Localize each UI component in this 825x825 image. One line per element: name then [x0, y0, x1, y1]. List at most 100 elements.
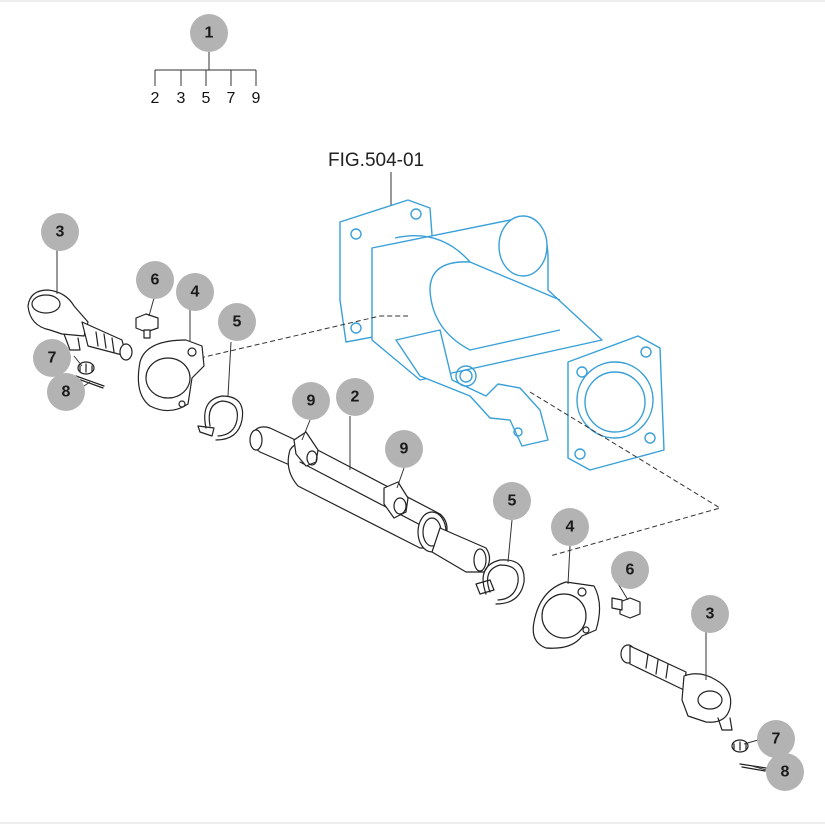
- snap-ring-ears: [197, 425, 215, 437]
- housing-bolt-hole: [513, 427, 523, 437]
- callout-circle: [551, 508, 589, 546]
- tie-rod-end-socket: [31, 294, 61, 314]
- callout-circle: [292, 382, 330, 420]
- leader-line: [301, 419, 311, 441]
- snap-ring-ears: [475, 579, 495, 595]
- housing-right-bore-inner: [584, 371, 646, 433]
- callout-label: 2: [351, 389, 360, 406]
- tie-rod-end-left: [27, 289, 133, 361]
- tie-rod-end-thread-lines: [645, 653, 669, 679]
- gasket-plate: [137, 339, 205, 412]
- housing-bolt-hole: [576, 366, 588, 378]
- callout-label: 7: [48, 350, 57, 367]
- callout-label: 8: [62, 384, 71, 401]
- tie-rod-end-shank: [629, 645, 687, 691]
- tree-child-label: 3: [177, 90, 186, 107]
- callout-circle: [218, 303, 256, 341]
- leader-line: [751, 765, 767, 771]
- gasket-right: [532, 581, 601, 649]
- snap-ring-outer: [482, 559, 525, 605]
- housing-tube-end: [498, 215, 548, 277]
- leader-line: [73, 355, 83, 367]
- snap-ring-left: [197, 395, 244, 441]
- housing-bolt-hole: [410, 208, 422, 220]
- cylinder-barrel-contour: [299, 461, 431, 531]
- tie-rod-end-stud: [63, 333, 81, 351]
- tie-rod-end-shank: [81, 321, 127, 357]
- gasket-bore: [541, 593, 587, 639]
- leader-line: [567, 545, 571, 585]
- callout-label: 7: [772, 731, 781, 748]
- callout-circle: [41, 213, 79, 251]
- assembly-tree: 1 2 3 5 7 9: [151, 14, 261, 107]
- gasket-bolt-hole: [187, 347, 197, 357]
- callout-label: 6: [151, 272, 160, 289]
- housing-bolt-hole: [574, 448, 586, 460]
- housing-bolt-hole: [350, 228, 362, 240]
- tie-rod-end-right: [620, 644, 733, 731]
- callout-label: 9: [400, 441, 409, 458]
- housing-bolt-hole: [644, 432, 656, 444]
- bolt-head: [619, 597, 641, 619]
- assembly-dashed-line-right: [529, 391, 722, 557]
- castle-nut-left: [77, 361, 95, 375]
- callout-label: 5: [508, 493, 517, 510]
- callout-circle: [176, 273, 214, 311]
- cylinder-rod-right-end: [473, 548, 487, 572]
- tie-rod-end-socket: [697, 690, 723, 710]
- callout-label: 9: [307, 393, 316, 410]
- leader-lines: [56, 250, 767, 771]
- figure-reference-label: FIG.504-01: [328, 150, 424, 171]
- tie-rod-end-stud: [717, 717, 733, 731]
- cotter-pin-right: [739, 763, 767, 772]
- housing-boss: [455, 365, 477, 387]
- cylinder-port-left-face: [306, 450, 318, 466]
- leader-line: [743, 739, 759, 745]
- tree-child-label: 7: [227, 90, 236, 107]
- tie-rod-end-thread-lines: [95, 331, 115, 353]
- assembly-dashed-line-left: [199, 315, 408, 359]
- callout-circle: [766, 753, 804, 791]
- bolt-left: [135, 313, 159, 339]
- castle-nut-right: [731, 739, 749, 753]
- gasket-left: [137, 339, 205, 412]
- tree-root-circle: [190, 14, 228, 52]
- bolt-shank: [611, 597, 623, 611]
- tie-rod-end-thread: [119, 343, 133, 361]
- leader-line: [507, 519, 513, 563]
- tree-root-label: 1: [205, 25, 214, 42]
- tree-child-label: 2: [151, 90, 160, 107]
- callout-circle: [757, 720, 795, 758]
- housing-bolt-hole: [640, 346, 652, 358]
- leader-line: [83, 381, 91, 387]
- callout-label: 4: [191, 284, 200, 301]
- callout-circle: [385, 430, 423, 468]
- tie-rod-end-ball-housing: [681, 673, 732, 723]
- tree-child-label: 9: [252, 90, 261, 107]
- housing-tube-contour: [429, 289, 561, 351]
- housing-boss: [459, 369, 473, 383]
- callout-circle: [691, 595, 729, 633]
- gasket-bolt-hole: [582, 626, 590, 634]
- steering-cylinder: [249, 426, 491, 573]
- bolt-head: [135, 313, 159, 333]
- bolt-right: [611, 597, 641, 619]
- callout-label: 6: [626, 562, 635, 579]
- snap-ring-outer: [204, 395, 244, 441]
- castle-nut-slots: [79, 363, 93, 373]
- callout-label: 3: [56, 224, 65, 241]
- callout-circle: [611, 551, 649, 589]
- cylinder-port-right-face: [393, 497, 407, 515]
- castle-nut-slots: [733, 741, 747, 751]
- snap-ring-inner: [487, 564, 519, 601]
- leader-line: [148, 297, 155, 317]
- axle-housing-reference: [339, 199, 665, 471]
- gasket-bolt-hole: [577, 587, 587, 597]
- callout-circle: [136, 261, 174, 299]
- snap-ring-right: [475, 559, 525, 605]
- callout-circle: [47, 373, 85, 411]
- tree-child-label: 5: [202, 90, 211, 107]
- housing-bolt-hole: [350, 322, 362, 334]
- callout-label: 5: [233, 314, 242, 331]
